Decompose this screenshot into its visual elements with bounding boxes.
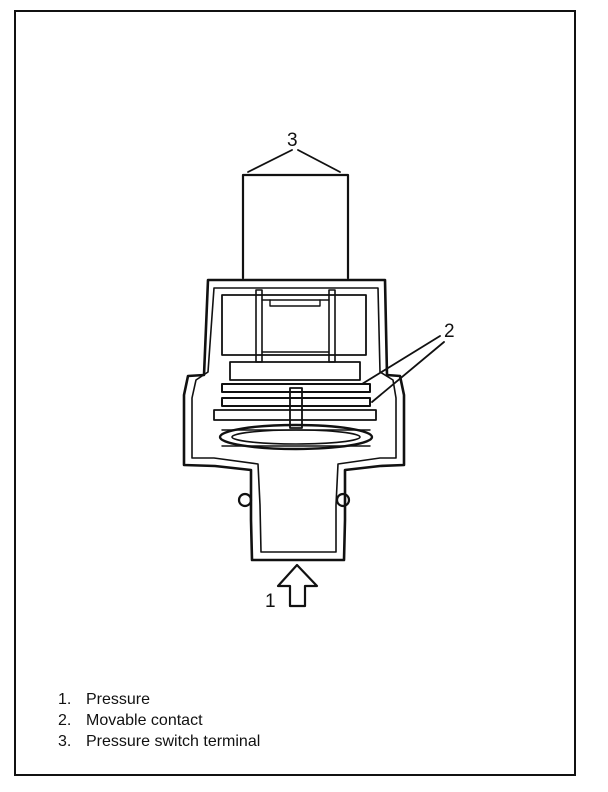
terminal-contacts [221, 289, 367, 381]
legend-label: Movable contact [86, 712, 203, 729]
legend-number: 3. [58, 733, 72, 750]
legend-number: 1. [58, 691, 72, 708]
callout-3-leader [247, 149, 341, 173]
callout-3-label: 3 [287, 130, 298, 151]
legend-item: 1. Pressure [58, 689, 260, 710]
legend: 1. Pressure 2. Movable contact 3. Pressu… [58, 689, 260, 752]
legend-item: 2. Movable contact [58, 710, 260, 731]
movable-contact [213, 383, 377, 429]
callout-2-leader [361, 335, 445, 403]
legend-label: Pressure [86, 691, 151, 708]
legend-label: Pressure switch terminal [86, 733, 261, 750]
pressure-diaphragm [218, 423, 374, 451]
callout-2-label: 2 [444, 321, 455, 342]
legend-number: 2. [58, 712, 72, 729]
callout-1-label: 1 [265, 591, 276, 612]
switch-housing [182, 278, 406, 562]
switch-terminal [241, 173, 350, 280]
legend-item: 3. Pressure switch terminal [58, 731, 260, 752]
pressure-arrow [276, 563, 319, 608]
